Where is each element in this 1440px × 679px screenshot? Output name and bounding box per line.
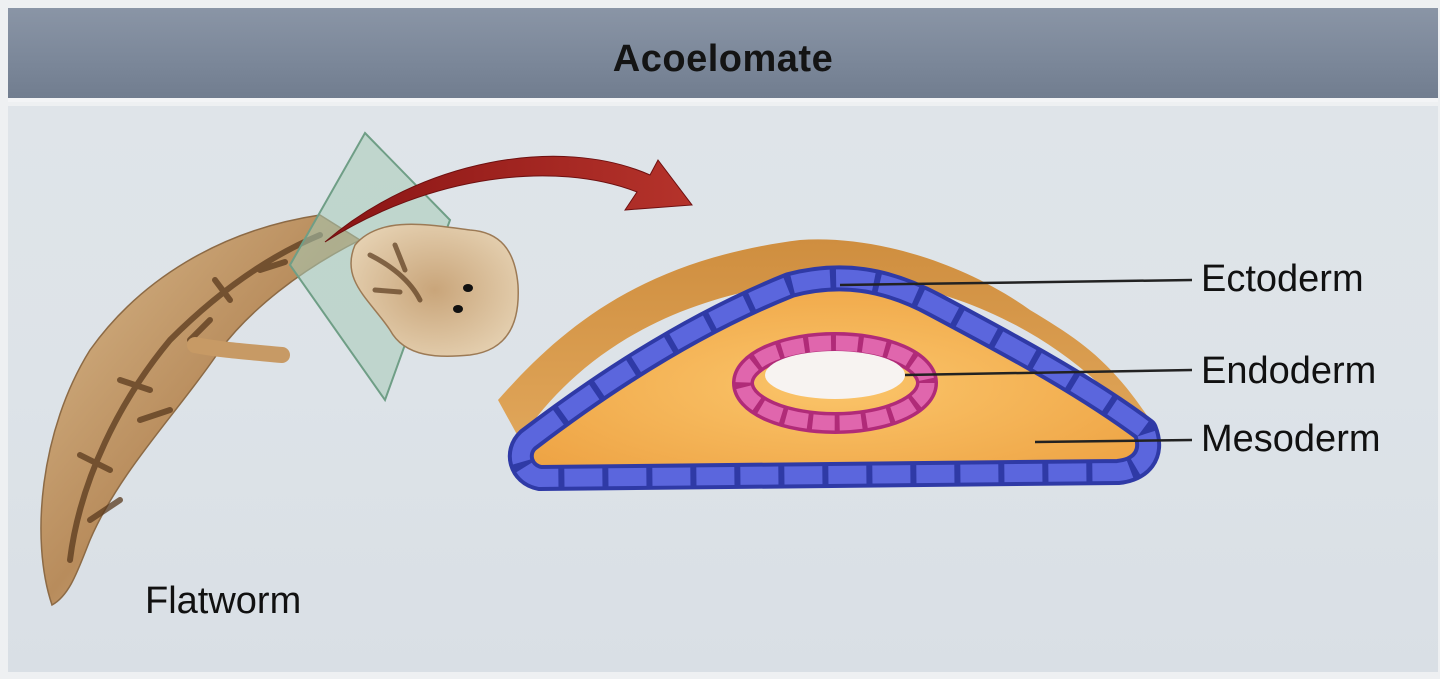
cross-section bbox=[498, 239, 1162, 491]
flatworm-label: Flatworm bbox=[145, 580, 302, 622]
head-pigment bbox=[367, 242, 423, 303]
ectoderm-leader-line bbox=[839, 278, 1193, 287]
figure-title: Acoelomate bbox=[612, 38, 834, 80]
flatworm-pharynx bbox=[187, 337, 290, 363]
mesoderm-label: Mesoderm bbox=[1201, 418, 1381, 460]
endoderm-leader-line bbox=[904, 368, 1193, 377]
endoderm-cells bbox=[735, 335, 935, 431]
mesoderm-leader-line bbox=[1034, 438, 1193, 444]
gut-cavity bbox=[765, 351, 905, 399]
endoderm-label: Endoderm bbox=[1201, 350, 1377, 392]
flatworm-head bbox=[350, 223, 519, 357]
ectoderm-cells bbox=[511, 269, 1158, 487]
flatworm-eye bbox=[453, 305, 463, 313]
ectoderm-label: Ectoderm bbox=[1201, 258, 1364, 300]
arrow-icon bbox=[324, 155, 693, 243]
flatworm-illustration bbox=[40, 131, 519, 607]
header-bar: Acoelomate bbox=[8, 8, 1438, 102]
cross-section-surface bbox=[498, 239, 1150, 440]
flatworm-pigment bbox=[67, 232, 323, 563]
flatworm-eye bbox=[463, 284, 473, 292]
